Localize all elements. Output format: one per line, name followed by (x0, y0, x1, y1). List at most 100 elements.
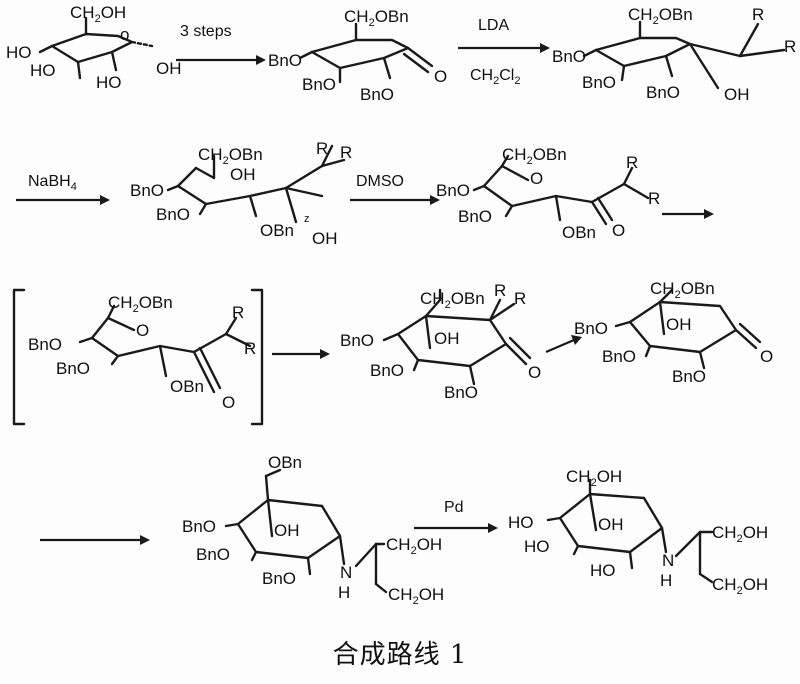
c9-h-label: H (338, 583, 350, 602)
c3-ch2obn-label: CH2OBn (628, 5, 693, 27)
c8-bno4-label: BnO (574, 319, 608, 338)
c1-ho2-label: HO (96, 73, 122, 92)
compound-glucose: CH2OH o HO HO HO OH (6, 3, 182, 92)
c4-z-label: z (304, 213, 310, 225)
arrow-step7 (545, 335, 582, 354)
c6-o1-label: O (222, 393, 235, 412)
c5-r1-label: R (626, 153, 638, 172)
c6-r1-label: R (232, 303, 244, 322)
c3-r1-label: R (752, 5, 764, 24)
reagent-ch2cl2: CH2Cl2 (470, 67, 520, 87)
arrow-step6 (272, 349, 330, 359)
c8-bno3-label: BnO (602, 347, 636, 366)
c10-ch2oh-a-label: CH2OH (712, 523, 768, 545)
arrow-step4: DMSO (350, 173, 440, 205)
c6-bno3-label: BnO (56, 359, 90, 378)
c5-bno4-label: BnO (436, 181, 470, 200)
c6-o5-label: O (136, 321, 149, 340)
c4-r2-label: R (340, 143, 352, 162)
c7-bno2-label: BnO (444, 383, 478, 402)
c7-o-label: O (528, 363, 541, 382)
c9-bno3-label: BnO (196, 545, 230, 564)
c5-obn2-label: OBn (562, 223, 596, 242)
arrow-step1: 3 steps (176, 23, 266, 65)
compound-protected-valienamine: OBn OH BnO BnO BnO N H CH2OH CH2OH (182, 453, 444, 607)
arrow-step8: Pd (414, 499, 498, 533)
c3-bno2-label: BnO (646, 83, 680, 102)
c7-r2-label: R (514, 289, 526, 308)
c3-r2-label: R (784, 37, 796, 56)
c2-ch2obn-label: CH2OBn (344, 7, 409, 29)
c5-o1-label: O (612, 221, 625, 240)
reagent-3-steps: 3 steps (180, 23, 232, 40)
c3-bno3-label: BnO (582, 73, 616, 92)
c10-ho3-label: HO (524, 537, 550, 556)
c1-oh1-label: OH (156, 59, 182, 78)
c3-bno4-label: BnO (552, 47, 586, 66)
c4-obn2-label: OBn (260, 221, 294, 240)
reagent-dmso: DMSO (356, 173, 404, 190)
c2-carbonyl-o: O (434, 67, 447, 86)
compound-hemiketal: CH2OBn BnO BnO BnO OH R R (552, 5, 796, 104)
c10-ch2oh-label: CH2OH (566, 467, 622, 489)
figure-caption: 合成路线 1 (332, 640, 468, 670)
c9-ch2oh-b-label: CH2OH (388, 585, 444, 607)
compound-final-product: CH2OH OH HO HO HO N H CH2OH CH2OH (508, 467, 768, 597)
c10-oh-label: OH (598, 515, 624, 534)
c1-ho4-label: HO (6, 43, 32, 62)
arrow-step5 (662, 209, 714, 219)
c4-r1-label: R (316, 139, 328, 158)
c7-ch2obn-label: CH2OBn (420, 289, 485, 311)
arrow-step7b (40, 535, 150, 545)
c9-oh-label: OH (274, 521, 300, 540)
compound-diketone: CH2OBn O BnO BnO OBn O R R (436, 145, 660, 242)
c4-oh1-label: OH (312, 229, 338, 248)
c2-bno2-label: BnO (360, 85, 394, 104)
compound-lactone: CH2OBn BnO BnO BnO O (268, 7, 447, 104)
c7-oh-label: OH (434, 329, 460, 348)
c6-ch2obn-label: CH2OBn (108, 293, 173, 315)
c8-ch2obn-label: CH2OBn (650, 279, 715, 301)
c4-bno4-label: BnO (130, 181, 164, 200)
c8-o-label: O (760, 347, 773, 366)
c1-ho3-label: HO (30, 61, 56, 80)
c7-r1-label: R (494, 281, 506, 300)
c9-bno4-label: BnO (182, 517, 216, 536)
c2-bno3-label: BnO (302, 75, 336, 94)
reagent-pd: Pd (444, 499, 464, 516)
arrow-step2: LDA CH2Cl2 (458, 17, 550, 87)
c8-bno2-label: BnO (672, 367, 706, 386)
c5-o5-label: O (530, 169, 543, 188)
c1-ring-oxygen: o (120, 25, 129, 44)
c6-obn2-label: OBn (170, 377, 204, 396)
c1-ch2oh-label: CH2OH (70, 3, 126, 25)
c9-n-label: N (340, 563, 352, 582)
c4-oh5-label: OH (230, 165, 256, 184)
c4-bno3-label: BnO (156, 205, 190, 224)
c9-bno2-label: BnO (262, 569, 296, 588)
compound-aldol-ketone: CH2OBn OH BnO BnO BnO O R R (340, 281, 541, 402)
c6-bno4-label: BnO (28, 335, 62, 354)
bracketed-intermediate: CH2OBn O BnO BnO OBn O R R (12, 288, 264, 426)
c5-bno3-label: BnO (458, 207, 492, 226)
c7-bno3-label: BnO (370, 361, 404, 380)
c8-oh-label: OH (666, 315, 692, 334)
c10-ho4-label: HO (508, 513, 534, 532)
c10-h-label: H (660, 571, 672, 590)
reagent-nabh4: NaBH4 (28, 173, 77, 193)
c10-ch2oh-b-label: CH2OH (712, 575, 768, 597)
compound-inosose: CH2OBn OH BnO BnO BnO O (574, 279, 773, 386)
c10-ho2-label: HO (590, 561, 616, 580)
compound-diol: CH2OBn OH BnO BnO OBn z OH R R (130, 139, 352, 248)
c3-oh-label: OH (724, 85, 750, 104)
c9-obn-label: OBn (268, 453, 302, 472)
c9-ch2oh-a-label: CH2OH (386, 535, 442, 557)
c10-n-label: N (662, 551, 674, 570)
reagent-lda: LDA (478, 17, 509, 34)
c7-bno4-label: BnO (340, 331, 374, 350)
c5-ch2obn-label: CH2OBn (502, 145, 567, 167)
c2-bno4-label: BnO (268, 51, 302, 70)
c5-r2-label: R (648, 189, 660, 208)
c4-ch2obn-label: CH2OBn (198, 145, 263, 167)
